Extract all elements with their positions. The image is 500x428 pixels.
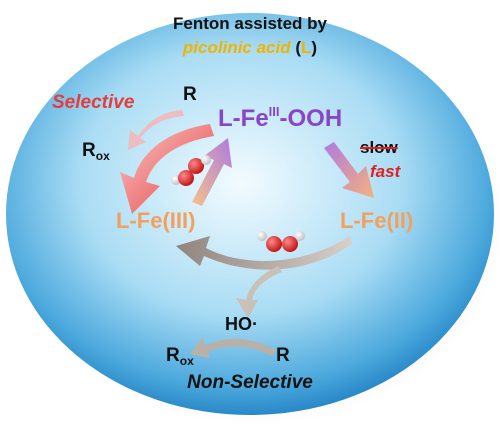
subtitle-italic: picolinic acid: [182, 38, 291, 57]
fe2-to-fe3-arrow: [176, 236, 352, 270]
substrate-r-bottom: R: [276, 345, 290, 366]
rox-top-main: R: [82, 140, 96, 161]
background-sphere: [6, 13, 494, 415]
fe-ooh-left: L-Fe: [218, 105, 269, 132]
fe-ooh-species: L-FeIII-OOH: [218, 104, 342, 133]
subtitle-close: ): [311, 38, 318, 57]
selective-big-arrow: [120, 124, 214, 214]
h2o2-molecule-icon: [171, 155, 211, 186]
diagram-title: Fenton assisted by: [173, 14, 327, 33]
selective-thin-arrow: [128, 110, 184, 150]
non-selective-label: Non-Selective: [187, 372, 313, 393]
fe-ooh-oxidation-state: III: [268, 104, 280, 119]
feooh-to-fe2-arrow: [324, 142, 374, 198]
selective-label: Selective: [52, 92, 135, 113]
rox-bottom-main: R: [166, 345, 180, 366]
h2o2-molecule-icon: [257, 231, 305, 252]
product-rox-bottom: Rox: [166, 345, 194, 368]
fe-ooh-right: -OOH: [279, 105, 343, 132]
slow-label: slow: [360, 138, 398, 157]
product-rox-top: Rox: [82, 140, 110, 163]
fe3-to-feooh-arrow: [192, 138, 232, 206]
rox-bottom-sub: ox: [179, 354, 194, 368]
subtitle-letter: L: [301, 38, 312, 57]
nonselective-arrow: [190, 338, 276, 358]
branch-to-ho-arrow: [236, 266, 282, 318]
hydroxyl-radical: HO·: [225, 314, 258, 334]
subtitle-open: (: [290, 38, 302, 57]
fe3-species: L-Fe(III): [116, 208, 196, 233]
substrate-r-top: R: [183, 84, 197, 105]
fast-label: fast: [370, 162, 401, 181]
diagram-subtitle: picolinic acid (L): [0, 38, 500, 58]
fe2-species: L-Fe(II): [340, 208, 414, 233]
rox-top-sub: ox: [95, 149, 110, 163]
